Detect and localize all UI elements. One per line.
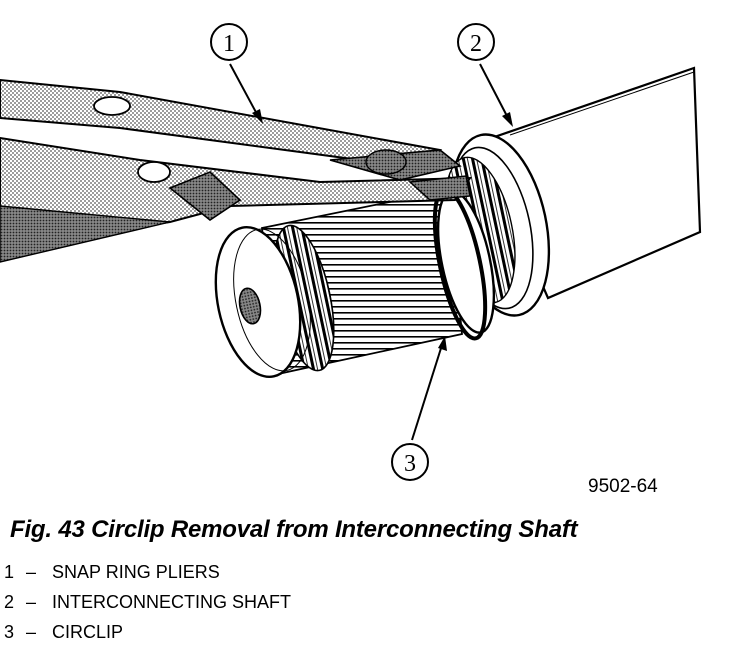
figure-id: 9502-64	[588, 476, 658, 497]
figure-caption: Fig. 43 Circlip Removal from Interconnec…	[10, 516, 578, 543]
legend-item: 3–CIRCLIP	[4, 620, 291, 650]
callout-leader-3	[411, 336, 447, 441]
callout-leader-1	[229, 63, 263, 124]
legend-label: SNAP RING PLIERS	[52, 562, 220, 582]
legend-separator: –	[26, 562, 37, 582]
callout-2-number: 2	[470, 31, 482, 57]
callout-3: 3	[391, 443, 429, 481]
callout-1-number: 1	[223, 31, 235, 57]
legend-separator: –	[26, 622, 37, 642]
legend-label: CIRCLIP	[52, 622, 124, 642]
legend-item: 1–SNAP RING PLIERS	[4, 560, 291, 590]
callout-2: 2	[457, 23, 495, 61]
legend-number: 3	[4, 622, 15, 642]
legend-list: 1–SNAP RING PLIERS 2–INTERCONNECTING SHA…	[4, 560, 291, 650]
snap-ring-pliers	[0, 78, 472, 263]
legend-item: 2–INTERCONNECTING SHAFT	[4, 590, 291, 620]
legend-separator: –	[26, 592, 37, 612]
callout-3-number: 3	[404, 451, 416, 477]
legend-number: 2	[4, 592, 15, 612]
legend-label: INTERCONNECTING SHAFT	[52, 592, 292, 612]
legend-number: 1	[4, 562, 15, 582]
callout-leader-2	[479, 63, 513, 127]
splined-shaft	[214, 188, 496, 379]
callout-1: 1	[210, 23, 248, 61]
